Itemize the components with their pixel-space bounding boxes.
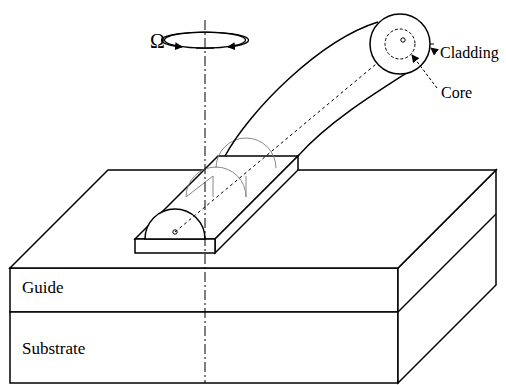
ridge-front <box>135 239 215 253</box>
core-circle <box>385 29 415 59</box>
rotation-symbol: Ω <box>150 30 165 52</box>
leader-line <box>430 44 434 45</box>
core-section <box>145 209 205 239</box>
core-line <box>175 44 400 232</box>
part-label: Core <box>441 84 472 102</box>
ridge-side <box>215 156 298 253</box>
substrate-layer <box>10 312 398 383</box>
part-label: Cladding <box>440 44 499 62</box>
leader-line <box>412 55 437 88</box>
leader-line <box>431 48 436 52</box>
layer-label: Guide <box>22 279 64 298</box>
rotation-axis <box>205 20 206 383</box>
layer-label: Substrate <box>22 340 85 359</box>
ghost-section <box>186 167 246 197</box>
rotation-arrow <box>162 32 246 48</box>
ridge-top <box>135 156 298 239</box>
fiber-end <box>370 14 430 74</box>
guide-layer <box>10 268 398 312</box>
